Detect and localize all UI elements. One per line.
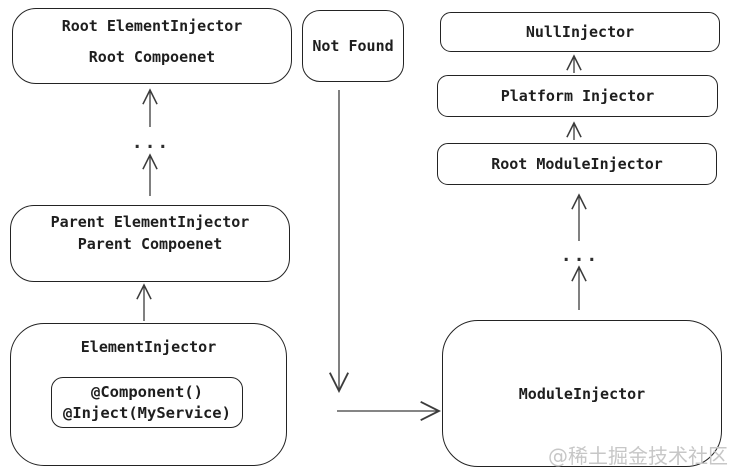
node-module-injector-label: ModuleInjector xyxy=(518,384,646,403)
node-element-injector: ElementInjector @Component() @Inject(MyS… xyxy=(10,323,287,466)
node-module-injector: ModuleInjector xyxy=(442,320,722,467)
node-null-injector: NullInjector xyxy=(440,12,720,52)
node-root-module-injector-label: Root ModuleInjector xyxy=(491,155,663,173)
node-component-inject: @Component() @Inject(MyService) xyxy=(51,377,243,428)
ellipsis-right: ... xyxy=(560,245,600,266)
node-root-element-injector-line2: Root Compoenet xyxy=(88,47,216,66)
ellipsis-left: ... xyxy=(131,132,171,153)
node-component-inject-line1: @Component() xyxy=(91,382,203,401)
node-root-element-injector: Root ElementInjector Root Compoenet xyxy=(12,8,292,84)
node-parent-element-injector-line2: Parent Compoenet xyxy=(77,234,223,253)
node-parent-element-injector: Parent ElementInjector Parent Compoenet xyxy=(10,205,290,282)
node-not-found: Not Found xyxy=(302,10,404,82)
node-parent-element-injector-line1: Parent ElementInjector xyxy=(50,212,250,231)
node-not-found-label: Not Found xyxy=(312,37,394,55)
node-platform-injector: Platform Injector xyxy=(437,75,718,117)
node-root-element-injector-line1: Root ElementInjector xyxy=(61,16,243,35)
node-platform-injector-label: Platform Injector xyxy=(500,87,655,105)
node-element-injector-title: ElementInjector xyxy=(80,338,217,356)
watermark: @稀土掘金技术社区 xyxy=(548,444,728,468)
node-root-module-injector: Root ModuleInjector xyxy=(437,143,717,185)
node-component-inject-line2: @Inject(MyService) xyxy=(63,403,231,422)
node-null-injector-label: NullInjector xyxy=(525,23,635,41)
